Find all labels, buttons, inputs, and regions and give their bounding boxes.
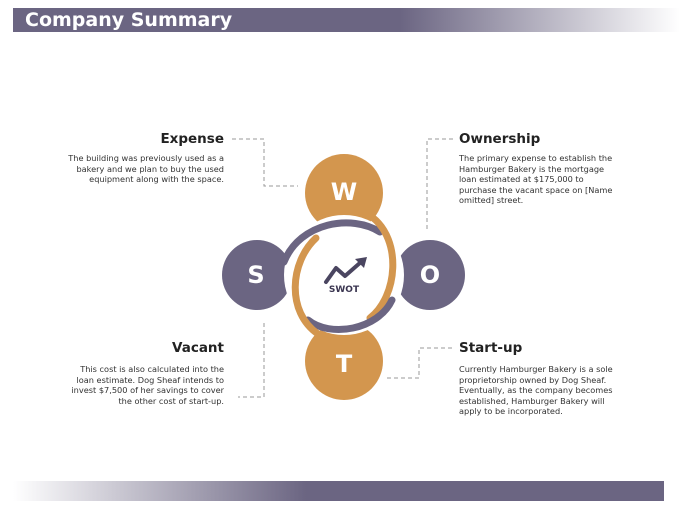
- swirl-orange-right: [366, 213, 397, 322]
- swirl-purple-top: [280, 219, 384, 266]
- o-letter: O: [419, 261, 441, 289]
- page-title: Company Summary: [25, 9, 233, 31]
- footer-bar: [13, 481, 664, 501]
- desc-line: the other cost of start-up.: [118, 395, 224, 406]
- ownership-heading: Ownership: [459, 131, 541, 147]
- s-letter: S: [247, 261, 265, 289]
- expense-description: The building was previously used as a ba…: [34, 153, 224, 185]
- desc-line: This cost is also calculated into the: [80, 364, 224, 374]
- connector-expense: [232, 138, 298, 187]
- desc-line: The primary expense to establish the: [459, 153, 613, 163]
- s-circle: [222, 240, 292, 310]
- growth-arrow-head-icon: [355, 257, 367, 268]
- swot-center-label: SWOT: [328, 285, 360, 295]
- desc-line: invest $7,500 of her savings to cover: [71, 385, 224, 396]
- desc-line: loan estimated at $175,000 to: [459, 174, 584, 185]
- desc-line: loan estimate. Dog Sheaf intends to: [76, 374, 224, 385]
- connector-startup: [387, 347, 453, 379]
- w-letter: W: [330, 178, 358, 206]
- desc-line: established, Hamburger Bakery will: [459, 395, 605, 406]
- t-circle: [305, 322, 383, 400]
- o-circle: [395, 240, 465, 310]
- connector-vacant: [238, 323, 265, 398]
- vacant-heading: Vacant: [172, 340, 224, 356]
- desc-line: proprietorship owned by Dog Sheaf.: [459, 374, 607, 385]
- w-circle: [305, 154, 383, 232]
- desc-line: Hamburger Bakery is the mortgage: [459, 163, 605, 174]
- desc-line: equipment along with the space.: [89, 174, 224, 185]
- startup-heading: Start-up: [459, 340, 523, 356]
- desc-line: apply to be incorporated.: [459, 406, 563, 417]
- connector-ownership: [426, 138, 453, 232]
- t-letter: T: [335, 350, 353, 378]
- desc-line: The building was previously used as a: [68, 153, 224, 163]
- desc-line: Eventually, as the company becomes: [459, 385, 613, 396]
- startup-description: Currently Hamburger Bakery is a sole pro…: [459, 364, 649, 417]
- desc-line: omitted] street.: [459, 195, 524, 206]
- desc-line: bakery and we plan to buy the used: [76, 163, 224, 174]
- swirl-purple-bottom: [304, 296, 396, 334]
- swirl-orange-left: [291, 234, 322, 338]
- vacant-description: This cost is also calculated into the lo…: [34, 364, 224, 406]
- title-bar: Company Summary: [13, 8, 680, 32]
- desc-line: purchase the vacant space on [Name: [459, 184, 613, 195]
- desc-line: Currently Hamburger Bakery is a sole: [459, 364, 613, 374]
- growth-arrow-icon: [324, 260, 363, 284]
- ownership-description: The primary expense to establish the Ham…: [459, 153, 649, 206]
- expense-heading: Expense: [160, 131, 224, 147]
